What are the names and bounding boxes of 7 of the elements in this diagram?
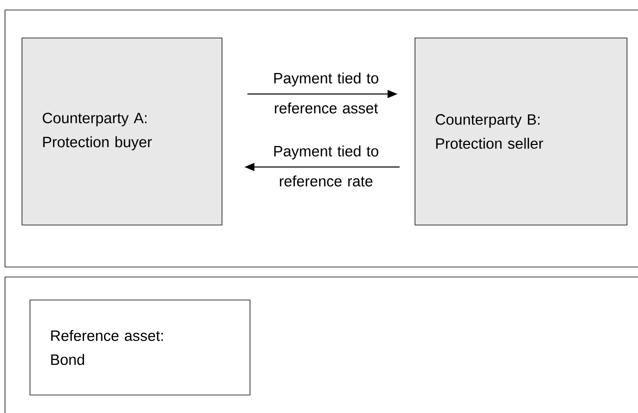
edge-label: Payment tied to reference rate (274, 146, 378, 186)
party-box: Counterparty B: Protection seller (414, 38, 628, 226)
panel-frame (4, 276, 638, 413)
asset-box: Reference asset: Bond (30, 300, 250, 396)
edge-label: Payment tied to reference asset (274, 72, 378, 114)
party-box: Counterparty A: Protection buyer (22, 38, 222, 226)
panel-frame (4, 10, 638, 268)
